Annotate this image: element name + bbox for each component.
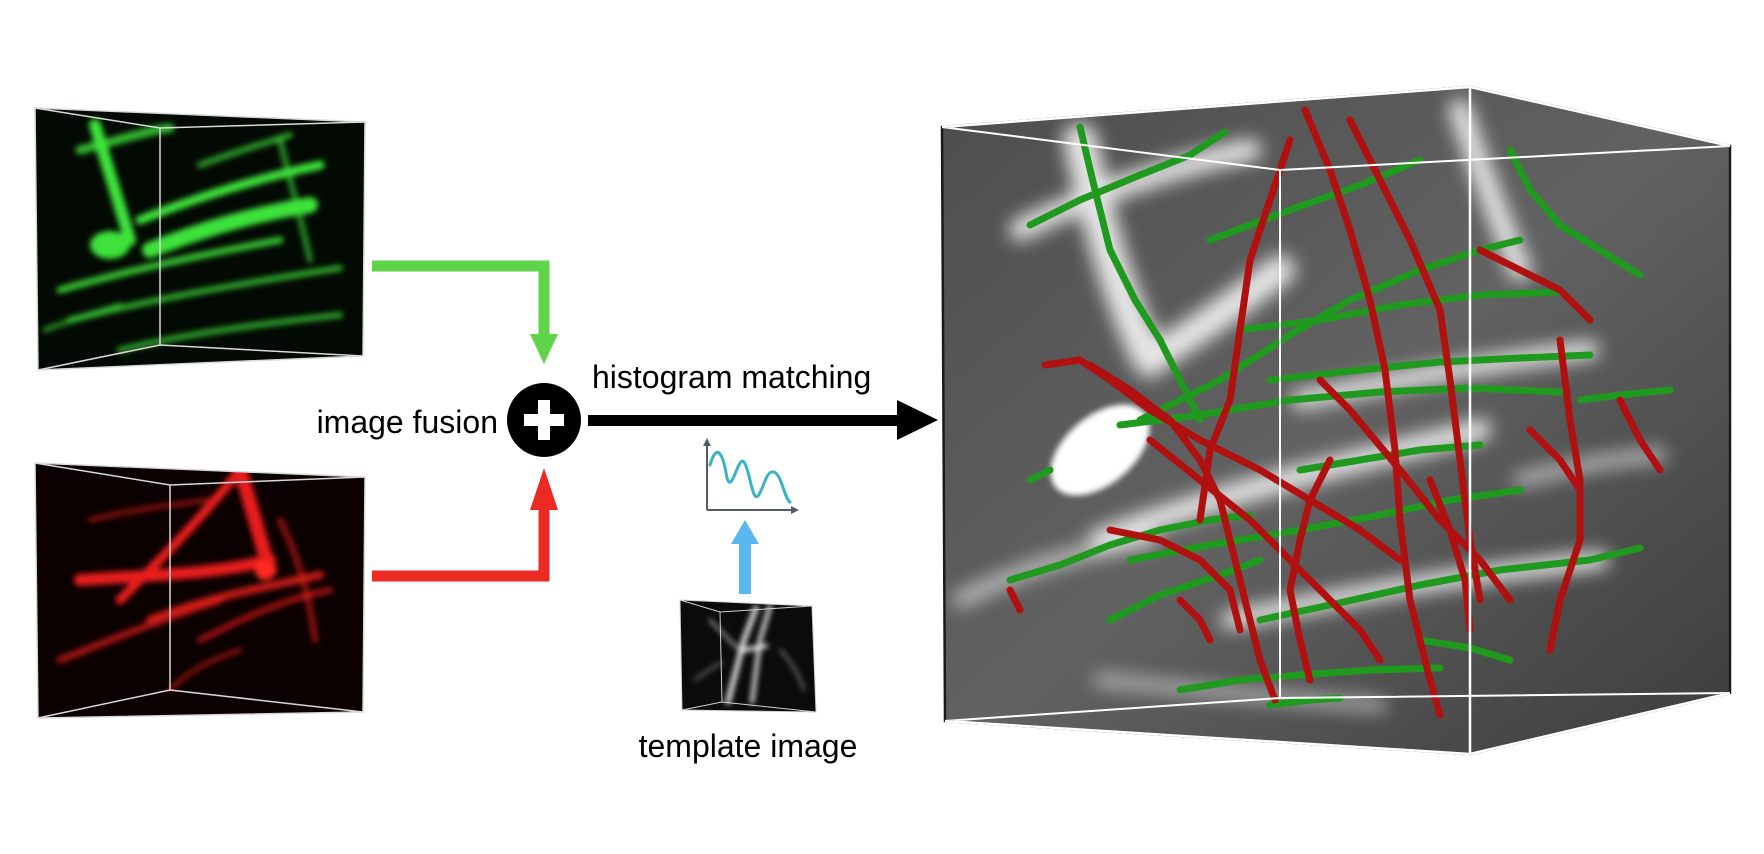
image-fusion-label: image fusion: [317, 404, 498, 440]
histogram-matching-arrow: [588, 400, 938, 440]
template-image-volume: [679, 599, 817, 713]
red-channel-volume: [34, 462, 366, 719]
template-to-histogram-arrow: [731, 520, 759, 594]
green-to-fusion-arrow: [372, 260, 558, 364]
plus-in-circle-icon: [507, 383, 581, 457]
output-volume-with-traces: [940, 85, 1732, 756]
green-channel-volume: [34, 107, 366, 371]
histogram-matching-label: histogram matching: [592, 359, 871, 395]
histogram-curve-icon: [703, 438, 799, 514]
red-to-fusion-arrow: [372, 468, 558, 582]
template-image-label: template image: [639, 728, 858, 764]
